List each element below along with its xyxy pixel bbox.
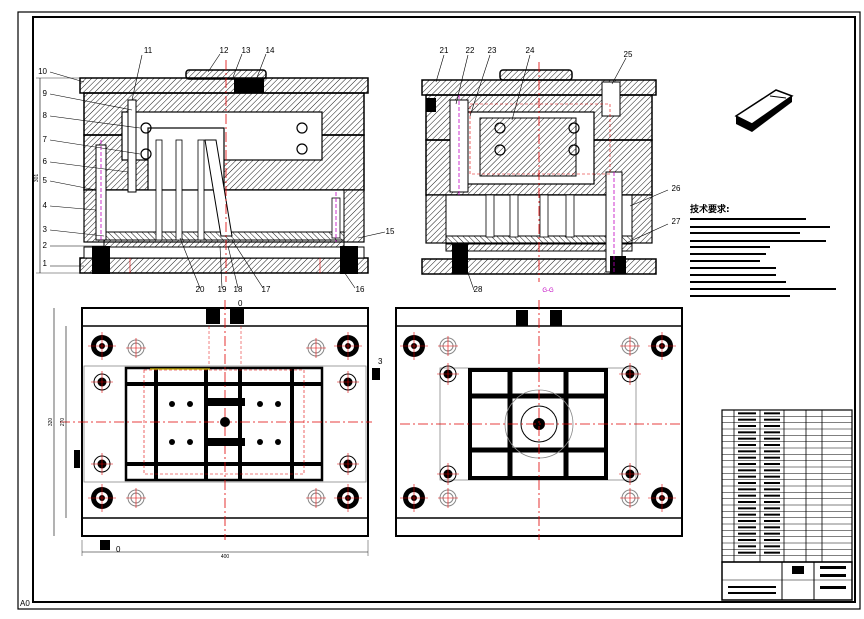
bom-cell-text bbox=[764, 431, 780, 434]
side-section-view bbox=[421, 62, 657, 282]
front-section-view bbox=[36, 60, 369, 282]
iso-part-view bbox=[734, 89, 794, 132]
part-label-20: 20 bbox=[196, 285, 205, 294]
bom-cell-text bbox=[738, 539, 756, 541]
bom-cell-text bbox=[764, 418, 780, 421]
bom-cell-text bbox=[738, 418, 756, 421]
bom-cell-text bbox=[764, 526, 780, 529]
part-label-27: 27 bbox=[672, 217, 681, 226]
dim-plan-width: 400 bbox=[221, 554, 230, 560]
title-block bbox=[721, 409, 853, 601]
part-label-12: 12 bbox=[220, 46, 229, 55]
bom-cell-text bbox=[764, 463, 780, 465]
part-label-24: 24 bbox=[526, 46, 535, 55]
part-label-9: 9 bbox=[43, 89, 48, 98]
bom-cell-text bbox=[738, 551, 756, 554]
bom-cell-text bbox=[764, 520, 780, 522]
bom-cell-text bbox=[764, 545, 780, 548]
part-label-1: 1 bbox=[43, 259, 48, 268]
bom-cell-text bbox=[738, 444, 756, 446]
bom-cell-text bbox=[764, 412, 780, 415]
part-label-11: 11 bbox=[144, 46, 153, 55]
bom-cell-text bbox=[764, 532, 780, 535]
part-label-2: 2 bbox=[43, 241, 48, 250]
part-label-7: 7 bbox=[43, 135, 48, 144]
part-label-18: 18 bbox=[234, 285, 243, 294]
bom-cell-text bbox=[738, 412, 756, 415]
bom-cell-text bbox=[764, 450, 780, 453]
front-leader-lines bbox=[49, 53, 386, 289]
dim-plan-inner: 270 bbox=[60, 418, 66, 427]
tech-req-title: 技术要求: bbox=[690, 203, 730, 215]
part-label-6: 6 bbox=[43, 157, 48, 166]
bom-cell-text bbox=[738, 501, 756, 503]
part-label-13: 13 bbox=[242, 46, 251, 55]
part-label-14: 14 bbox=[266, 46, 275, 55]
bom-cell-text bbox=[738, 526, 756, 529]
bom-cell-text bbox=[738, 456, 756, 459]
bom-cell-text bbox=[764, 551, 780, 554]
section-marker: G-G bbox=[542, 288, 554, 294]
bom-cell-text bbox=[764, 494, 780, 497]
bom-cell-text bbox=[764, 539, 780, 541]
mark-top: 0 bbox=[238, 299, 243, 308]
mark-bottom: 0 bbox=[116, 545, 121, 554]
plan-view-right bbox=[395, 300, 683, 540]
part-label-3: 3 bbox=[43, 225, 48, 234]
part-label-26: 26 bbox=[672, 184, 681, 193]
part-label-5: 5 bbox=[43, 176, 48, 185]
side-part-numbers: 21 22 23 24 25 26 27 28 G-G bbox=[440, 46, 681, 294]
bom-cell-text bbox=[738, 494, 756, 497]
part-label-15: 15 bbox=[386, 227, 395, 236]
bom-cell-text bbox=[764, 488, 780, 491]
bom-cell-text bbox=[738, 488, 756, 491]
bom-cell-text bbox=[738, 437, 756, 440]
bom-cell-text bbox=[738, 513, 756, 516]
bom-cell-text bbox=[764, 513, 780, 516]
bom-cell-text bbox=[764, 437, 780, 440]
front-part-numbers: 1 2 3 4 5 6 7 8 9 10 11 12 13 14 15 16 1… bbox=[34, 46, 395, 294]
bom-cell-text bbox=[738, 532, 756, 535]
part-label-8: 8 bbox=[43, 111, 48, 120]
part-label-25: 25 bbox=[624, 50, 633, 59]
part-label-22: 22 bbox=[466, 46, 475, 55]
bom-cell-text bbox=[764, 425, 780, 427]
part-label-28: 28 bbox=[474, 285, 483, 294]
bom-cell-text bbox=[764, 501, 780, 503]
bom-cell-text bbox=[738, 425, 756, 427]
dim-front-height: 301 bbox=[34, 174, 40, 183]
bom-cell-text bbox=[764, 507, 780, 510]
sheet-corner-mark: A0 bbox=[20, 599, 30, 608]
bom-cell-text bbox=[738, 520, 756, 522]
bom-cell-text bbox=[738, 507, 756, 510]
bom-rows bbox=[722, 410, 852, 562]
plan-view-left: 320 270 400 0 0 3 bbox=[48, 299, 383, 560]
part-label-21: 21 bbox=[440, 46, 449, 55]
part-label-4: 4 bbox=[43, 201, 48, 210]
bom-cell-text bbox=[764, 475, 780, 478]
bom-cell-text bbox=[738, 463, 756, 465]
bom-cell-text bbox=[764, 482, 780, 484]
part-label-17: 17 bbox=[262, 285, 271, 294]
bom-cell-text bbox=[764, 444, 780, 446]
bom-cell-text bbox=[738, 545, 756, 548]
mark-right: 3 bbox=[378, 357, 383, 366]
bom-cell-text bbox=[738, 475, 756, 478]
bom-cell-text bbox=[738, 469, 756, 472]
bom-cell-text bbox=[764, 456, 780, 459]
dim-plan-outer: 320 bbox=[48, 418, 54, 427]
side-leader-lines bbox=[435, 54, 669, 291]
part-label-23: 23 bbox=[488, 46, 497, 55]
sheet-border bbox=[17, 11, 861, 610]
bom-cell-text bbox=[738, 482, 756, 484]
technical-requirements: 技术要求: bbox=[690, 203, 836, 297]
bom-cell-text bbox=[738, 450, 756, 453]
bom-cell-text bbox=[738, 431, 756, 434]
part-label-10: 10 bbox=[38, 67, 47, 76]
bom-cell-text bbox=[764, 469, 780, 472]
part-label-16: 16 bbox=[356, 285, 365, 294]
part-label-19: 19 bbox=[218, 285, 227, 294]
